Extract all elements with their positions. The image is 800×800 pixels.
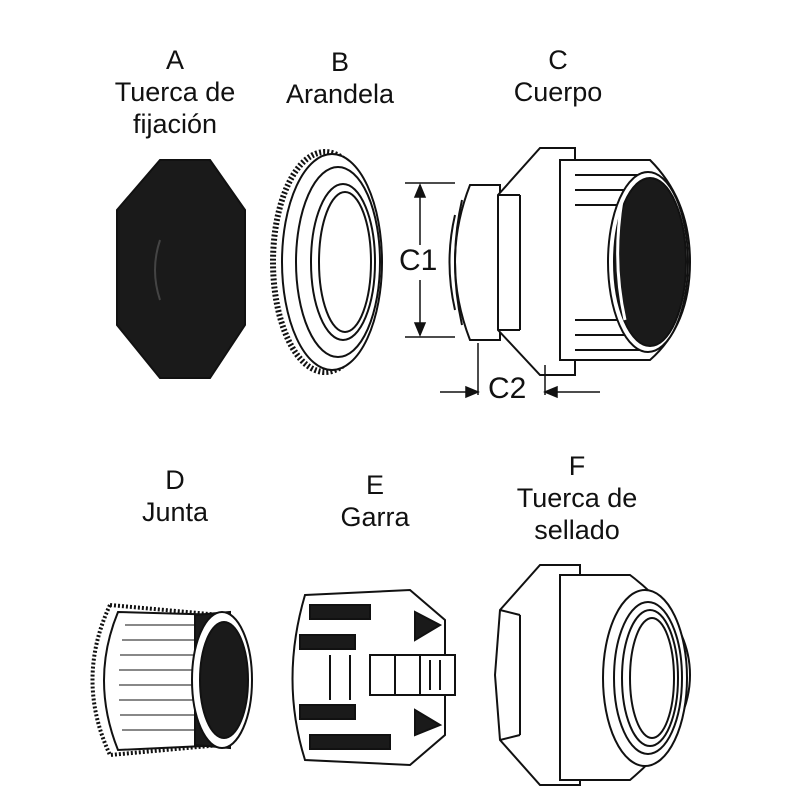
part-b-name: Arandela <box>285 79 395 109</box>
part-e-label: E Garra <box>340 469 409 533</box>
part-a-name-2: fijación <box>132 109 218 139</box>
part-b-letter: B <box>330 47 349 77</box>
part-d-letter: D <box>165 465 185 495</box>
part-c-label: C Cuerpo <box>514 44 603 108</box>
part-d-label: D Junta <box>142 464 208 528</box>
seal-drawing <box>90 602 253 758</box>
part-a-label: A Tuerca de fijación <box>115 44 236 140</box>
c1-dimension-label: C1 <box>399 244 438 277</box>
part-c-letter: C <box>548 45 568 75</box>
part-a-letter: A <box>165 45 185 75</box>
part-f-name-2: sellado <box>534 515 620 545</box>
c2-dimension-label: C2 <box>488 372 527 405</box>
washer-drawing <box>270 149 383 375</box>
part-e-letter: E <box>365 470 384 500</box>
part-e-name: Garra <box>340 502 410 532</box>
part-f-label: F Tuerca de sellado <box>517 450 638 546</box>
claw-drawing <box>291 588 456 767</box>
part-f-name-1: Tuerca de <box>516 483 638 513</box>
part-d-name: Junta <box>141 497 209 527</box>
dimension-lines <box>405 182 600 399</box>
locking-nut-drawing <box>116 159 246 379</box>
part-c-name: Cuerpo <box>513 77 603 107</box>
part-f-letter: F <box>568 451 586 481</box>
sealing-nut-drawing <box>493 564 692 786</box>
body-drawing <box>448 147 692 376</box>
part-b-label: B Arandela <box>286 46 394 110</box>
part-a-name-1: Tuerca de <box>114 77 236 107</box>
